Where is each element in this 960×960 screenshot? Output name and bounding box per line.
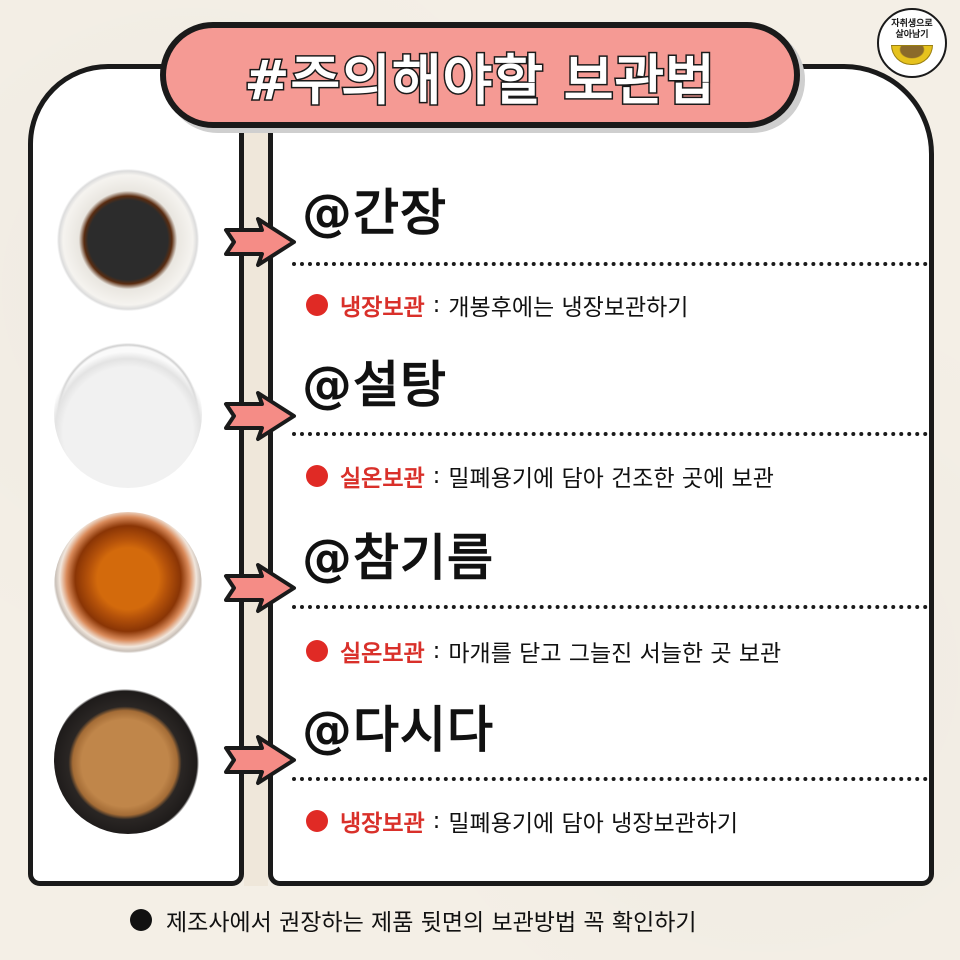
storage-note: 실온보관 : 마개를 닫고 그늘진 서늘한 곳 보관 [306, 634, 781, 668]
dotted-divider [292, 432, 928, 436]
soy-sauce-photo [54, 166, 202, 314]
storage-type-label: 냉장보관 [340, 295, 425, 321]
title-banner: #주의해야할 보관법 [160, 22, 800, 128]
item-title-dashida: @다시다 [302, 701, 494, 759]
sesame-oil-photo [54, 512, 202, 660]
sugar-photo [54, 340, 202, 488]
arrow-right-icon [224, 563, 296, 613]
logo-text-line2: 살아남기 [895, 30, 929, 40]
separator: : [432, 638, 441, 664]
arrow-right-icon [224, 391, 296, 441]
storage-instruction: 마개를 닫고 그늘진 서늘한 곳 보관 [448, 641, 782, 667]
dotted-divider [292, 605, 928, 609]
storage-instruction: 밀폐용기에 담아 건조한 곳에 보관 [448, 466, 774, 492]
dotted-divider [292, 777, 928, 781]
storage-instruction: 밀폐용기에 담아 냉장보관하기 [448, 811, 739, 837]
page-title: #주의해야할 보관법 [243, 47, 716, 113]
item-title-soy-sauce: @간장 [302, 184, 447, 242]
separator: : [432, 808, 441, 834]
storage-type-label: 실온보관 [340, 466, 425, 492]
item-title-sugar: @설탕 [302, 356, 447, 414]
storage-note: 실온보관 : 밀폐용기에 담아 건조한 곳에 보관 [306, 459, 774, 493]
red-bullet-icon [306, 294, 328, 316]
item-title-sesame-oil: @참기름 [302, 529, 494, 587]
black-bullet-icon [130, 909, 152, 931]
footer-text: 제조사에서 권장하는 제품 뒷면의 보관방법 꼭 확인하기 [166, 910, 697, 936]
storage-type-label: 실온보관 [340, 641, 425, 667]
red-bullet-icon [306, 810, 328, 832]
storage-note: 냉장보관 : 개봉후에는 냉장보관하기 [306, 288, 688, 322]
footer-note: 제조사에서 권장하는 제품 뒷면의 보관방법 꼭 확인하기 [130, 903, 697, 937]
brand-logo: 자취생으로 살아남기 [877, 8, 947, 78]
storage-instruction: 개봉후에는 냉장보관하기 [448, 295, 689, 321]
red-bullet-icon [306, 465, 328, 487]
logo-text-line1: 자취생으로 [891, 19, 933, 29]
separator: : [432, 292, 441, 318]
dashida-photo [54, 686, 202, 834]
storage-note: 냉장보관 : 밀폐용기에 담아 냉장보관하기 [306, 804, 738, 838]
storage-type-label: 냉장보관 [340, 811, 425, 837]
red-bullet-icon [306, 640, 328, 662]
separator: : [432, 463, 441, 489]
noodle-bowl-icon [891, 45, 933, 65]
arrow-right-icon [224, 217, 296, 267]
arrow-right-icon [224, 735, 296, 785]
dotted-divider [292, 262, 928, 266]
